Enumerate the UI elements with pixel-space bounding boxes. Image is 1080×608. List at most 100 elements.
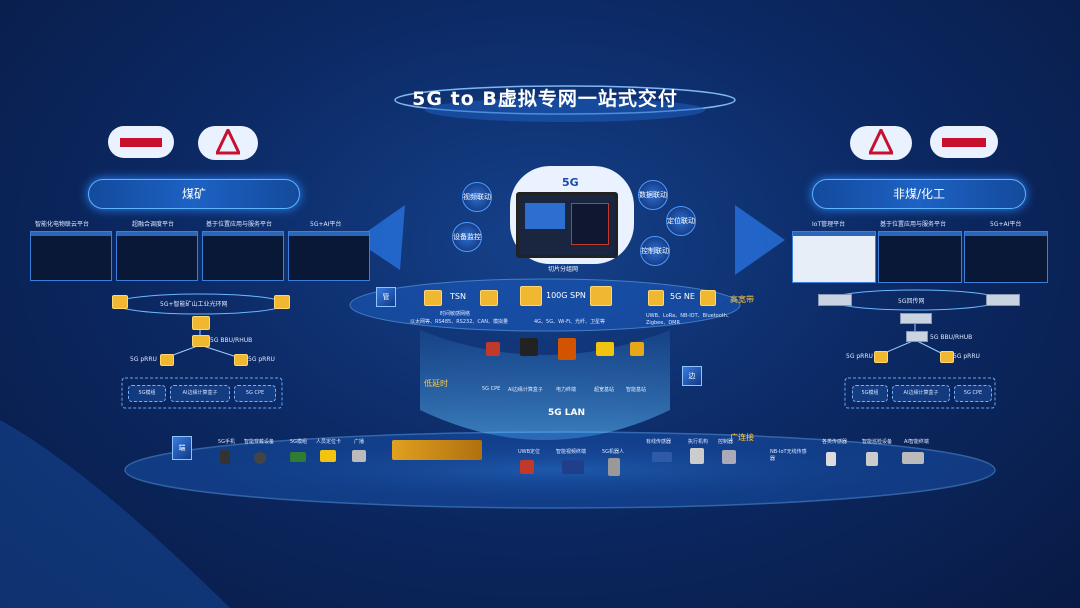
tsn-switch-chip [424,290,442,306]
edge-device-label: 电力终端 [556,387,577,393]
inspection-device [866,452,878,466]
platform-label: 5G+AI平台 [990,221,1022,228]
protocols-right: UWB、LoRa、NB-IOT、Bluetooth、Zigbee、DMR [646,313,732,326]
bottom-device-label: 广播 [354,439,365,445]
smart-base-station-device [630,342,644,356]
bottom-device-label: 5G机器人 [602,449,625,455]
rru-chip [160,354,174,366]
video-link-bubble: 视频联动 [462,182,492,212]
low-latency-label: 低延时 [424,379,448,388]
platform-label: 基于位置应用与服务平台 [880,221,947,228]
platform-screen [288,231,370,281]
rru-chip [234,354,248,366]
location-link-bubble: 定位联动 [666,206,696,236]
rru-label: 5G pRRU [846,353,873,360]
sensor-device [826,452,836,466]
5g-logo: 5G [562,176,579,189]
platform-screen [30,231,112,281]
spn-label: 100G SPN [546,291,586,300]
rru-label: 5G pRRU [953,353,980,360]
bottom-device-label: 智能视频终端 [556,449,587,455]
brand-logo-cloud-left [198,126,258,160]
slice-label: 切片分组网 [548,266,579,273]
cpe-device [486,342,500,356]
spn-chip [590,286,612,306]
broadcast-device [352,450,366,462]
bottom-device-label: 有线传感器 [646,439,672,445]
rru-chip [940,351,954,363]
protocols-left: 以太网等、RS485、RS232、CAN、模拟量 [410,319,509,325]
rru-chip [874,351,888,363]
monitor-panel [525,203,565,229]
bottom-device-label: 各类传感器 [822,439,848,445]
robot-device [608,458,620,476]
switch-chip [192,316,210,330]
brand-triangle-icon [216,129,240,155]
5g-lan-label: 5G LAN [548,408,586,418]
ne-chip [700,290,716,306]
ai-box-device [520,338,538,356]
protocols-left-title: 时间敏感网络 [440,311,471,317]
server-rack [986,294,1020,306]
platform-screen [202,231,284,281]
bbu-label: 5G BBU/RHUB [930,334,973,341]
bottom-device-label: NB-IoT无线传感器 [770,449,807,462]
edge-cube: 边 [682,366,702,386]
bottom-device-label: AI智能终端 [904,439,929,445]
ai-terminal-device [902,452,924,464]
wide-base-station-device [596,342,614,356]
coal-mine-pill: 煤矿 [88,179,300,209]
bottom-device-label: 智能巡检设备 [862,439,893,445]
bottom-device-label: 控制器 [718,439,734,445]
rru-label: 5G pRRU [248,356,275,363]
wired-sensor-device [652,452,672,462]
switch-chip [112,295,128,309]
device-box: 5G CPE [954,385,992,402]
video-terminal-device [562,460,584,474]
server-rack [818,294,852,306]
phone-device [220,450,230,464]
platform-label: 智能化电物联云平台 [35,221,90,228]
bottom-device-label: UWB定位 [518,449,541,455]
monitor-panel [571,203,609,245]
non-coal-chemical-pill: 非煤/化工 [812,179,1026,209]
mgmt-cube: 管 [376,287,396,307]
bottom-device-label: 5G手机 [218,439,236,445]
tsn-switch-chip [480,290,498,306]
spn-chip [520,286,542,306]
brand-logo-cloud-right [850,126,912,160]
uwb-device [520,460,534,474]
central-monitor [516,192,618,258]
platform-screen [116,231,198,281]
bbu-chip [192,335,210,347]
edge-device-label: 超宽基站 [594,387,615,393]
device-box: AI边缘计算盒子 [892,385,950,402]
device-box: AI边缘计算盒子 [170,385,230,402]
actuator-device [690,448,704,464]
ne-label: 5G NE [670,292,695,301]
bottom-device-label: 5G模组 [290,439,308,445]
platform-label: 5G+AI平台 [310,221,342,228]
bottom-device-label: 执行机构 [688,439,709,445]
huawei-compatible-logo [120,138,162,147]
wide-connection-label: 广连接 [730,433,754,442]
high-bandwidth-label: 高宽带 [730,295,754,304]
ne-chip [648,290,664,306]
bottom-device-label: 人员定位卡 [316,439,342,445]
rru-label: 5G pRRU [130,356,157,363]
brand-triangle-icon [869,129,893,155]
switch-chip [274,295,290,309]
platform-screen [964,231,1048,283]
server-rack [900,313,932,324]
huawei-compatible-logo [942,138,986,147]
edge-device-label: 5G CPE [482,386,501,392]
controller-device [722,450,736,464]
end-cube: 端 [172,436,192,460]
platform-screen [878,231,962,283]
platform-label: 超融合调度平台 [132,221,175,228]
location-card-device [320,450,336,462]
tsn-label: TSN [450,292,466,301]
bbu-rack [906,331,928,342]
